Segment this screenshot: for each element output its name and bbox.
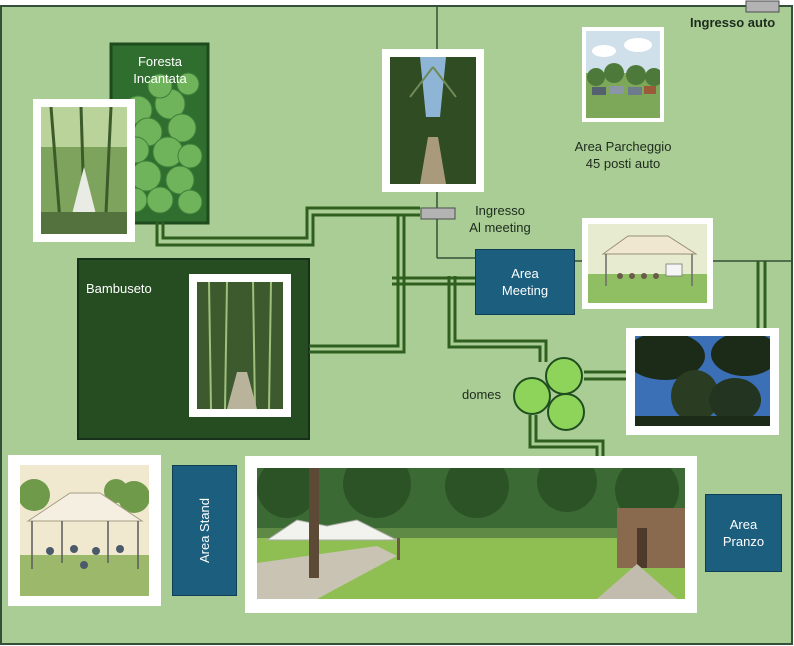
stand-tent-photo-image — [20, 465, 149, 596]
stand-tent-photo — [8, 455, 161, 606]
parking-photo-image — [586, 31, 660, 118]
car-entrance-label: Ingresso auto — [690, 15, 776, 30]
area-meeting-box: Area Meeting — [475, 249, 575, 315]
path-photo-image — [390, 57, 476, 184]
area-stand-label: Area Stand — [197, 497, 213, 564]
dome — [547, 393, 585, 431]
area-stand-box: Area Stand — [172, 465, 237, 596]
trees-photo-image — [635, 336, 770, 426]
panorama-photo — [245, 456, 697, 613]
area-meeting-line1: Area — [511, 266, 539, 281]
area-lunch-line2: Pranzo — [722, 534, 765, 549]
panorama-photo-image — [257, 468, 685, 599]
dome — [513, 377, 551, 415]
bamboo-photo — [189, 274, 291, 417]
car-entrance-gate — [745, 0, 780, 13]
bamboo-label: Bambuseto — [86, 281, 152, 296]
meeting-entrance-label-line1: Ingresso — [475, 203, 525, 218]
path-photo — [382, 49, 484, 192]
walking-paths — [155, 206, 767, 458]
area-lunch-line1: Area — [729, 517, 758, 532]
bamboo-photo-image — [197, 282, 283, 409]
area-lunch-box: Area Pranzo — [705, 494, 782, 572]
trees-photo — [626, 328, 779, 435]
parking-label: Area Parcheggio 45 posti auto — [563, 138, 683, 172]
meeting-tent-photo-image — [588, 224, 707, 303]
forest-label: Foresta Incantata — [113, 53, 207, 87]
meeting-entrance-gate — [420, 207, 456, 220]
meeting-entrance-label-line2: Al meeting — [469, 220, 531, 235]
forest-label-line1: Foresta — [137, 54, 183, 69]
forest-photo — [33, 99, 135, 242]
parking-label-line1: Area Parcheggio — [574, 139, 672, 154]
meeting-tent-photo — [582, 218, 713, 309]
parking-label-line2: 45 posti auto — [585, 156, 661, 171]
forest-photo-image — [41, 107, 127, 234]
domes-label: domes — [462, 387, 502, 402]
forest-label-line2: Incantata — [133, 71, 187, 86]
parking-photo — [582, 27, 664, 122]
meeting-entrance-label: Ingresso Al meeting — [460, 202, 540, 236]
area-meeting-line2: Meeting — [501, 283, 549, 298]
domes — [513, 357, 585, 431]
dome — [545, 357, 583, 395]
